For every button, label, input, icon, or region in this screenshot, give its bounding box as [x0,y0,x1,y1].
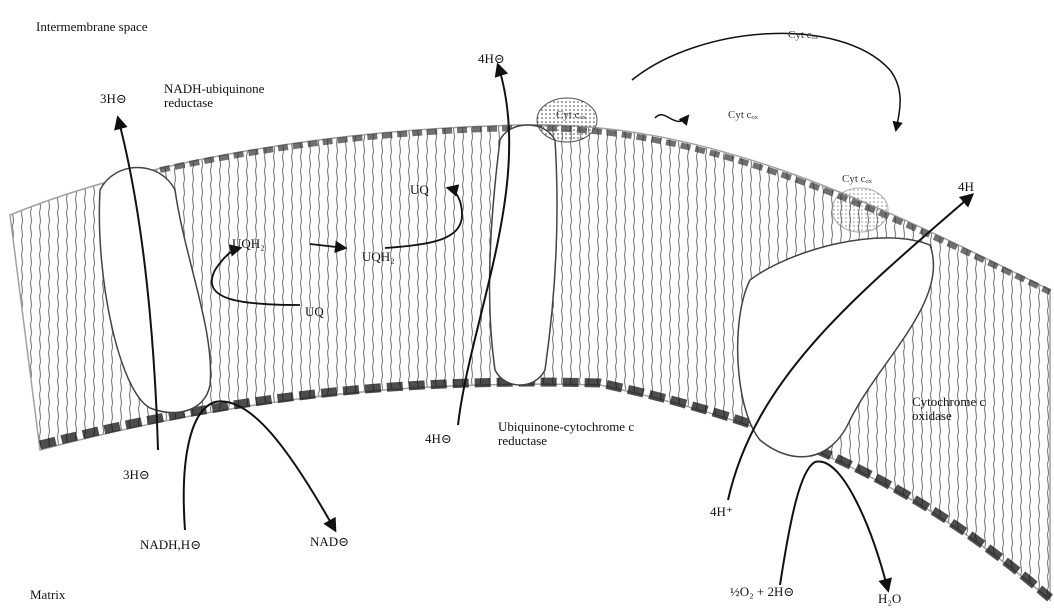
complex-iii-name: Ubiquinone-cytochrome c reductase [498,420,634,448]
cyt-c-right-label: Cyt cₒₓ [842,172,872,186]
matrix-label: Matrix [30,588,65,602]
uqh2-left-label: UQH₂ [232,237,265,251]
cyt-c-top-label: Cyt cₒₓ [788,28,818,42]
cyt-c-top-arc [632,33,900,130]
nadh-label: NADH,H⊝ [140,538,201,552]
complex-i-proton-in: 3H⊝ [123,468,150,482]
complex-iv-oxygen-arrow [780,461,888,590]
complex-iv-name: Cytochrome c oxidase [912,395,985,423]
uq-top-label: UQ [410,183,429,197]
intermembrane-space-label: Intermembrane space [36,20,148,34]
complex-i-nadh-arrow [184,401,335,530]
complex-iii-body [490,125,557,385]
uq-bottom-label: UQ [305,305,324,319]
nad-label: NAD⊝ [310,535,349,549]
complex-iv-proton-in: 4H⁺ [710,505,733,519]
uqh2-right-label: UQH₂ [362,250,395,264]
cyt-c-mid-label: Cyt cₒₓ [728,108,758,122]
complex-iv-proton-out: 4H [958,180,974,194]
complex-iii-proton-out: 4H⊝ [478,52,505,66]
complex-iii-proton-in: 4H⊝ [425,432,452,446]
complex-i-name: NADH-ubiquinone reductase [164,82,264,110]
oxygen-label: ½O₂ + 2H⊝ [730,585,794,599]
cyt-c-shuttle-arrow [655,115,688,122]
complex-i-proton-out: 3H⊝ [100,92,127,106]
cyt-c-left-label: Cyt cₒₓ [556,108,586,122]
cytochrome-c-dotted-blob [832,188,888,232]
water-label: H₂O [878,592,901,606]
